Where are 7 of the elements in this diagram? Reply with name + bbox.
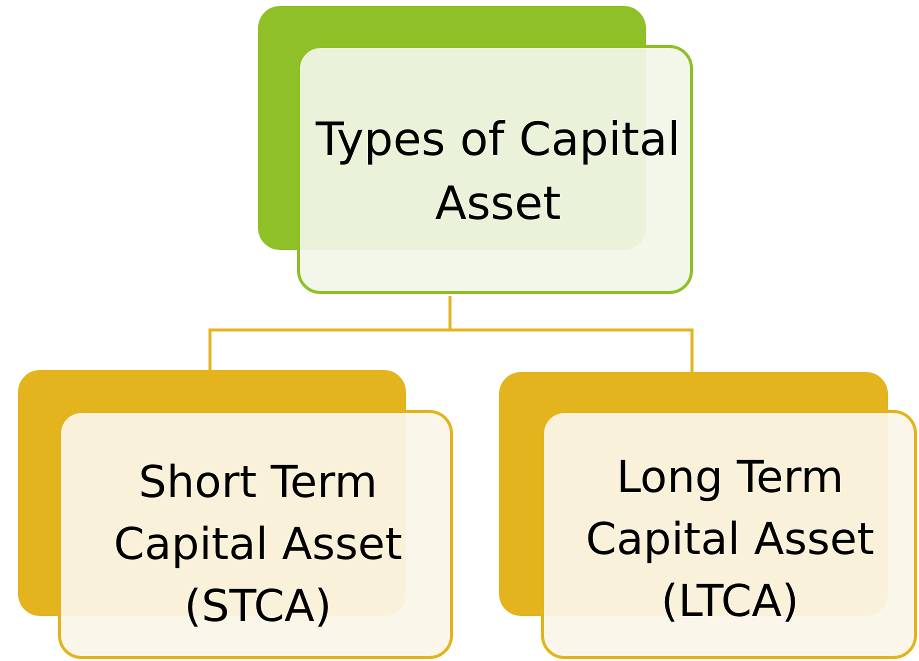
connector-line bbox=[448, 296, 694, 372]
stacked-box bbox=[258, 6, 695, 296]
stacked-box bbox=[499, 372, 918, 660]
stacked-box bbox=[18, 370, 454, 660]
box-title: Types of Capital Asset bbox=[314, 111, 682, 232]
box-title: Short Term Capital Asset (STCA) bbox=[112, 456, 404, 634]
box-title: Long Term Capital Asset (LTCA) bbox=[584, 451, 876, 629]
